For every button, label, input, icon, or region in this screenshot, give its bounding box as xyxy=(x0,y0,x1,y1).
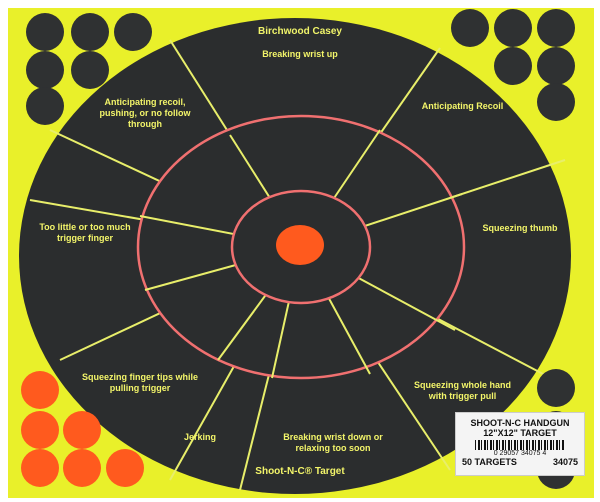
label-bottom: Breaking wrist down or relaxing too soon xyxy=(283,432,383,453)
label-top-left: Anticipating recoil, pushing, or no foll… xyxy=(99,97,191,129)
pasters-orange xyxy=(21,371,144,487)
label-bottom-left-2: Jerking xyxy=(183,432,216,442)
label-right: Squeezing thumb xyxy=(482,223,558,233)
brand-bottom: Shoot-N-C® Target xyxy=(255,466,345,477)
label-top: Breaking wrist up xyxy=(262,49,338,59)
label-left: Too little or too much trigger finger xyxy=(39,222,131,243)
tag-count: 50 TARGETS xyxy=(462,457,517,467)
price-tag: SHOOT-N-C HANDGUN 12"X12" TARGET 0 29057… xyxy=(455,412,585,476)
brand-top: Birchwood Casey xyxy=(258,26,342,37)
label-top-right: Anticipating Recoil xyxy=(421,101,504,111)
barcode-number: 0 29057 34075 4 xyxy=(493,450,547,457)
tag-sku: 34075 xyxy=(552,457,578,467)
tag-line2: 12"X12" TARGET xyxy=(483,428,557,438)
label-bottom-right: Squeezing whole hand with trigger pull xyxy=(413,380,511,401)
barcode xyxy=(475,440,565,450)
label-bottom-left: Squeezing finger tips while pulling trig… xyxy=(81,372,198,393)
bullseye xyxy=(276,225,324,265)
tag-line1: SHOOT-N-C HANDGUN xyxy=(470,418,570,428)
pasters-gray xyxy=(26,9,575,489)
